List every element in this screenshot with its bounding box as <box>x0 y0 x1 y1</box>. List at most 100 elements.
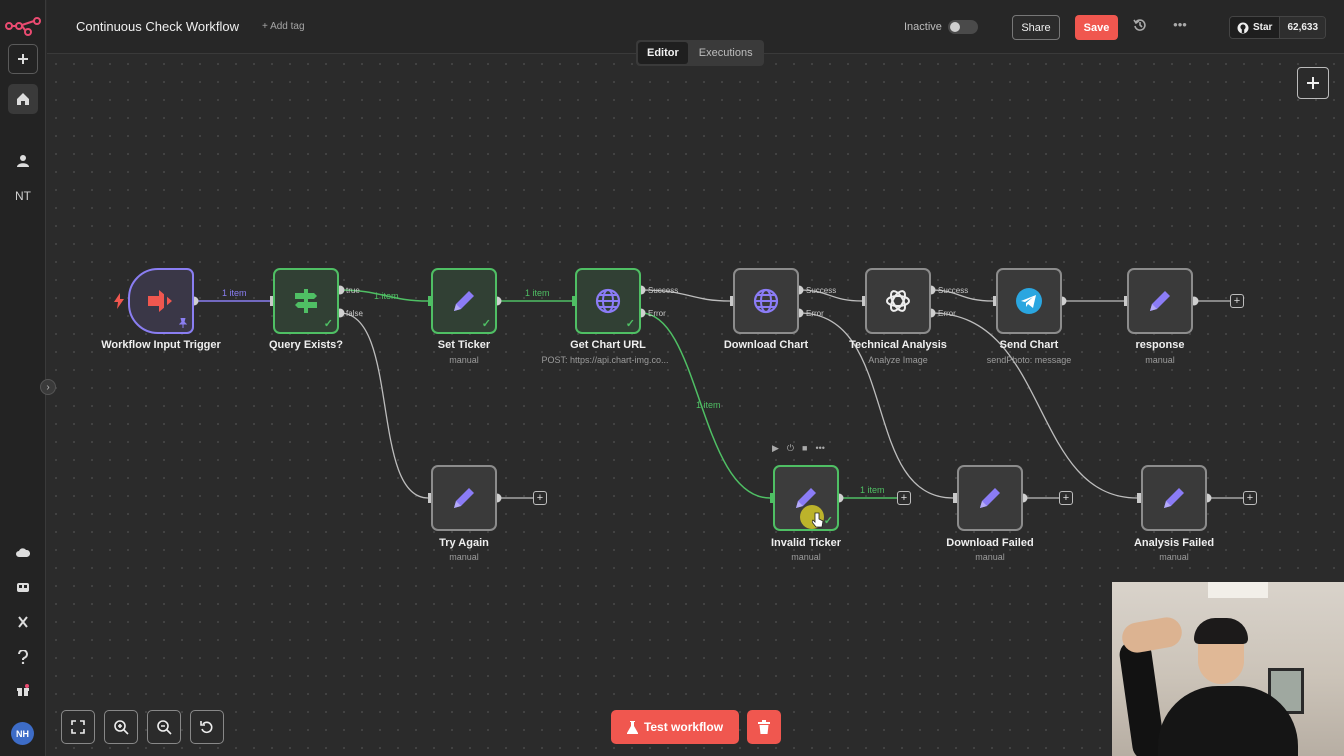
edge-analysis-send[interactable] <box>930 289 994 302</box>
handle-label-success: Success <box>938 286 968 295</box>
sidebar-item-variables[interactable] <box>8 607 38 637</box>
add-next-node-button[interactable]: + <box>1243 491 1257 505</box>
help-icon <box>18 650 28 664</box>
clear-execution-button[interactable] <box>747 710 781 744</box>
node-subtitle: POST: https://api.chart-img.co... <box>541 355 669 365</box>
handle-label-true: true <box>346 286 360 295</box>
node-get-chart-url[interactable]: ✓ <box>575 268 641 334</box>
success-check-icon: ✓ <box>823 515 833 527</box>
plus-icon <box>1307 77 1319 89</box>
trash-icon[interactable]: ■ <box>802 443 808 453</box>
n8n-logo-icon[interactable] <box>5 16 41 41</box>
node-query-exists[interactable]: ✓ <box>273 268 339 334</box>
sidebar-item-project[interactable]: NT <box>15 189 31 203</box>
handle-label-error: Error <box>938 309 956 318</box>
success-check-icon: ✓ <box>323 318 333 330</box>
pencil-icon <box>1150 291 1170 311</box>
sign-in-icon <box>148 290 172 312</box>
edge-download-analysis[interactable] <box>798 289 863 302</box>
node-download-chart[interactable] <box>733 268 799 334</box>
node-label: Set Ticker <box>437 339 491 351</box>
zoom-out-button[interactable] <box>147 710 181 744</box>
pointer-cursor-icon <box>811 512 824 533</box>
add-next-node-button[interactable]: + <box>533 491 547 505</box>
node-subtitle: manual <box>449 552 479 562</box>
telegram-icon <box>1016 288 1042 314</box>
github-icon <box>1237 22 1249 33</box>
handle-label-error: Error <box>648 309 666 318</box>
node-hover-toolbar: ▶ ⏻ ■ ••• <box>772 443 825 454</box>
edge-analysis-anfailed[interactable] <box>930 312 1138 499</box>
github-star-label[interactable]: Star <box>1230 17 1280 38</box>
github-star-text: Star <box>1253 22 1273 33</box>
sidebar-item-cloud[interactable] <box>8 538 38 568</box>
node-workflow-input-trigger[interactable] <box>128 268 194 334</box>
globe-icon <box>753 288 779 314</box>
sidebar-item-whats-new[interactable] <box>8 675 38 705</box>
node-try-again[interactable] <box>431 465 497 531</box>
zoom-in-button[interactable] <box>104 710 138 744</box>
node-label: Analysis Failed <box>1133 537 1215 549</box>
sidebar-item-help[interactable] <box>8 642 38 672</box>
openai-icon <box>886 290 910 312</box>
sidebar-item-personal[interactable] <box>8 146 38 176</box>
node-label: Query Exists? <box>269 339 343 351</box>
handle-label-success: Success <box>648 286 678 295</box>
github-star-count: 62,633 <box>1279 17 1326 38</box>
github-star-button[interactable]: Star 62,633 <box>1229 16 1327 39</box>
reset-zoom-button[interactable] <box>190 710 224 744</box>
home-icon <box>17 93 29 105</box>
edge-download-dlfailed[interactable] <box>798 312 954 499</box>
workflow-canvas[interactable] <box>47 55 1344 756</box>
node-send-chart[interactable] <box>996 268 1062 334</box>
node-invalid-ticker[interactable]: ✓ <box>773 465 839 531</box>
node-analysis-failed[interactable] <box>1141 465 1207 531</box>
sidebar: NT NH <box>0 0 46 756</box>
node-set-ticker[interactable]: ✓ <box>431 268 497 334</box>
add-node-button[interactable] <box>1297 67 1329 99</box>
share-button[interactable]: Share <box>1012 15 1060 40</box>
add-button[interactable] <box>8 44 38 74</box>
avatar[interactable]: NH <box>11 722 34 745</box>
active-toggle[interactable] <box>948 20 978 34</box>
edge-label-set-get: 1 item <box>525 288 550 298</box>
ceiling-light <box>1208 582 1268 598</box>
history-icon[interactable] <box>1131 18 1149 36</box>
node-response[interactable] <box>1127 268 1193 334</box>
handle-label-false: false <box>346 309 363 318</box>
sidebar-item-templates[interactable] <box>8 572 38 602</box>
sidebar-item-home[interactable] <box>8 84 38 114</box>
handle-label-success: Success <box>806 286 836 295</box>
node-label: Download Failed <box>946 537 1034 549</box>
edge-query-tryagain[interactable] <box>339 312 429 499</box>
save-button[interactable]: Save <box>1075 15 1118 40</box>
play-icon[interactable]: ▶ <box>772 443 779 453</box>
fit-view-button[interactable] <box>61 710 95 744</box>
presenter-body <box>1158 686 1298 756</box>
test-workflow-button[interactable]: Test workflow <box>611 710 739 744</box>
node-label: Technical Analysis <box>849 339 947 351</box>
sidebar-collapse-button[interactable]: › <box>40 379 56 395</box>
add-next-node-button[interactable]: + <box>1230 294 1244 308</box>
workflow-title[interactable]: Continuous Check Workflow <box>76 19 240 34</box>
add-next-node-button[interactable]: + <box>897 491 911 505</box>
node-subtitle: manual <box>1159 552 1189 562</box>
edge-get-download[interactable] <box>640 289 731 302</box>
node-technical-analysis[interactable] <box>865 268 931 334</box>
pencil-icon <box>980 488 1000 508</box>
more-options-icon[interactable]: ••• <box>1173 17 1187 32</box>
power-icon[interactable]: ⏻ <box>786 443 795 453</box>
more-icon[interactable]: ••• <box>815 443 825 453</box>
active-status-label: Inactive <box>904 21 942 33</box>
add-tag-button[interactable]: + Add tag <box>262 21 305 32</box>
handle-label-error: Error <box>806 309 824 318</box>
node-label: Try Again <box>439 537 489 549</box>
add-next-node-button[interactable]: + <box>1059 491 1073 505</box>
node-download-failed[interactable] <box>957 465 1023 531</box>
tab-executions[interactable]: Executions <box>698 47 753 59</box>
edge-query-set[interactable] <box>339 289 429 302</box>
tab-editor[interactable]: Editor <box>638 42 688 64</box>
view-tabs: Editor Executions <box>636 40 764 66</box>
edge-get-invalid[interactable] <box>640 312 771 499</box>
fullscreen-icon <box>71 720 85 734</box>
